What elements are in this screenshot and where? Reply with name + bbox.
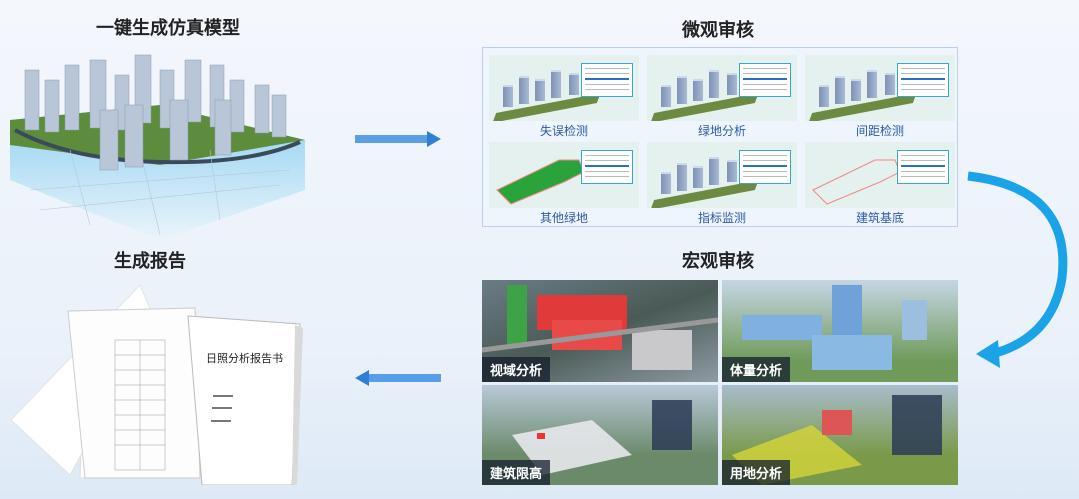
view-analysis-image [482, 285, 718, 370]
micro-thumbnail [805, 142, 955, 208]
micro-item[interactable]: 绿地分析 [647, 55, 797, 140]
simulation-model-image [10, 54, 305, 240]
arrow-right-icon [355, 131, 441, 147]
micro-step-title: 微观审核 [682, 20, 754, 41]
arrow-left-icon [355, 370, 441, 386]
macro-label: 建筑限高 [482, 460, 551, 485]
micro-review-panel: 失误检测 绿地分析 间距检测其他绿地 指标监测 建筑基底 [482, 47, 958, 227]
micro-label: 失误检测 [539, 124, 588, 138]
report-cover-title: 日照分析报告书 [206, 351, 283, 365]
macro-step-title: 宏观审核 [682, 251, 754, 272]
macro-card-height-limit[interactable]: 建筑限高 [482, 385, 718, 485]
macro-label: 视域分析 [482, 357, 551, 382]
curved-arrow-icon [967, 171, 1068, 368]
micro-item[interactable]: 间距检测 [805, 55, 955, 140]
model-step-title: 一键生成仿真模型 [96, 18, 240, 39]
macro-label: 用地分析 [722, 460, 791, 485]
micro-item[interactable]: 建筑基底 [805, 142, 955, 227]
micro-label: 绿地分析 [697, 124, 746, 138]
macro-card-view-analysis[interactable]: 视域分析 [482, 280, 718, 382]
macro-card-land-use[interactable]: 用地分析 [722, 385, 958, 485]
micro-label: 其他绿地 [539, 211, 588, 225]
micro-thumbnail [805, 55, 955, 121]
micro-item[interactable]: 其他绿地 [489, 142, 639, 227]
report-document-image: 日照分析报告书 [10, 280, 310, 486]
volume-analysis-image [742, 285, 927, 370]
micro-thumbnail [647, 55, 797, 121]
micro-thumbnail [489, 142, 639, 208]
micro-item[interactable]: 指标监测 [647, 142, 797, 227]
micro-label: 间距检测 [855, 124, 904, 138]
micro-thumbnail [647, 142, 797, 208]
micro-thumbnail [489, 55, 639, 121]
micro-label: 建筑基底 [855, 211, 904, 225]
micro-item[interactable]: 失误检测 [489, 55, 639, 140]
report-step-title: 生成报告 [114, 251, 186, 272]
micro-label: 指标监测 [697, 211, 746, 225]
macro-card-volume-analysis[interactable]: 体量分析 [722, 280, 958, 382]
macro-label: 体量分析 [722, 357, 791, 382]
macro-review-grid: 视域分析 体量分析 建筑限高 用地分析 [482, 280, 960, 485]
